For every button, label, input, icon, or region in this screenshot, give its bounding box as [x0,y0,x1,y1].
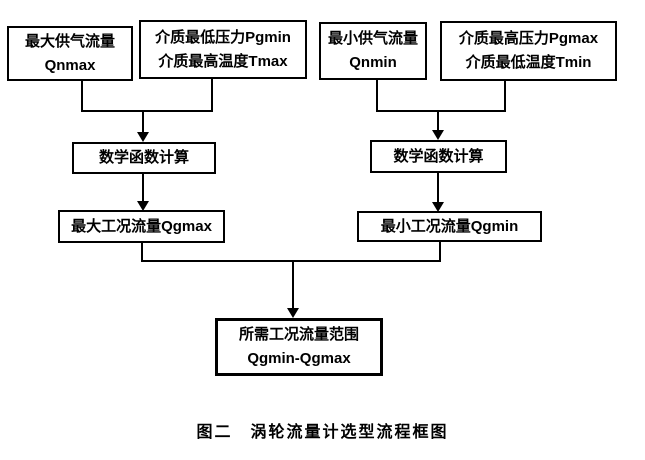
figure-caption: 图二 涡轮流量计选型流程框图 [196,424,449,441]
node-required-flow-range: 所需工况流量范围 Qgmin-Qgmax [215,318,383,376]
node-math-calc-left-label: 数学函数计算 [98,149,189,166]
node-math-calc-right: 数学函数计算 [370,140,507,173]
node-required-flow-range-line1: 所需工况流量范围 [238,326,359,343]
arrowhead-to-calc-left [137,132,149,142]
node-max-supply-flow-line1: 最大供气流量 [24,32,115,50]
arrowhead-to-result [287,308,299,318]
node-max-supply-flow-line2: Qnmax [44,56,96,74]
merge-bar-left-top [81,110,213,112]
node-min-working-flow: 最小工况流量Qgmin [357,211,542,242]
node-min-pressure-line: 介质最低压力Pgmin [155,28,291,46]
node-max-pressure-line: 介质最高压力Pgmax [458,30,599,47]
node-max-temp-line: 介质最高温度Tmax [158,52,288,70]
arrow-stem-to-calc-left [142,110,144,133]
arrow-stem-to-qgmin [437,173,439,203]
connector-qnmax-down-line [81,81,83,112]
node-min-pressure-max-temp: 介质最低压力Pgmin 介质最高温度Tmax [139,20,307,79]
node-min-supply-flow-line1: 最小供气流量 [327,30,418,47]
node-math-calc-right-label: 数学函数计算 [393,147,484,165]
node-math-calc-left: 数学函数计算 [72,142,216,174]
node-max-pressure-min-temp: 介质最高压力Pgmax 介质最低温度Tmin [440,21,617,81]
node-min-supply-flow-line2: Qnmin [349,54,397,71]
merge-bar-right-top [376,110,506,112]
node-max-supply-flow: 最大供气流量 Qnmax [7,26,133,81]
arrowhead-to-qgmin [432,202,444,212]
arrow-stem-to-calc-right [437,110,439,131]
node-min-working-flow-label: 最小工况流量Qgmin [380,217,519,235]
node-min-temp-line: 介质最低温度Tmin [465,54,592,71]
connector-qnmin-down-line [376,80,378,112]
connector-qgmax-down-line [141,243,143,262]
connector-pgmin-down-line [211,79,213,112]
arrowhead-to-calc-right [432,130,444,140]
arrowhead-to-qgmax [137,201,149,211]
node-required-flow-range-line2: Qgmin-Qgmax [247,350,351,367]
node-max-working-flow-label: 最大工况流量Qgmax [71,217,212,235]
node-max-working-flow: 最大工况流量Qgmax [58,210,225,243]
connector-qgmin-down-line [439,242,441,262]
merge-bar-bottom [141,260,441,262]
arrow-stem-to-qgmax [142,174,144,202]
node-min-supply-flow: 最小供气流量 Qnmin [319,22,427,80]
arrow-stem-to-result [292,262,294,309]
connector-pgmax-down-line [504,81,506,112]
